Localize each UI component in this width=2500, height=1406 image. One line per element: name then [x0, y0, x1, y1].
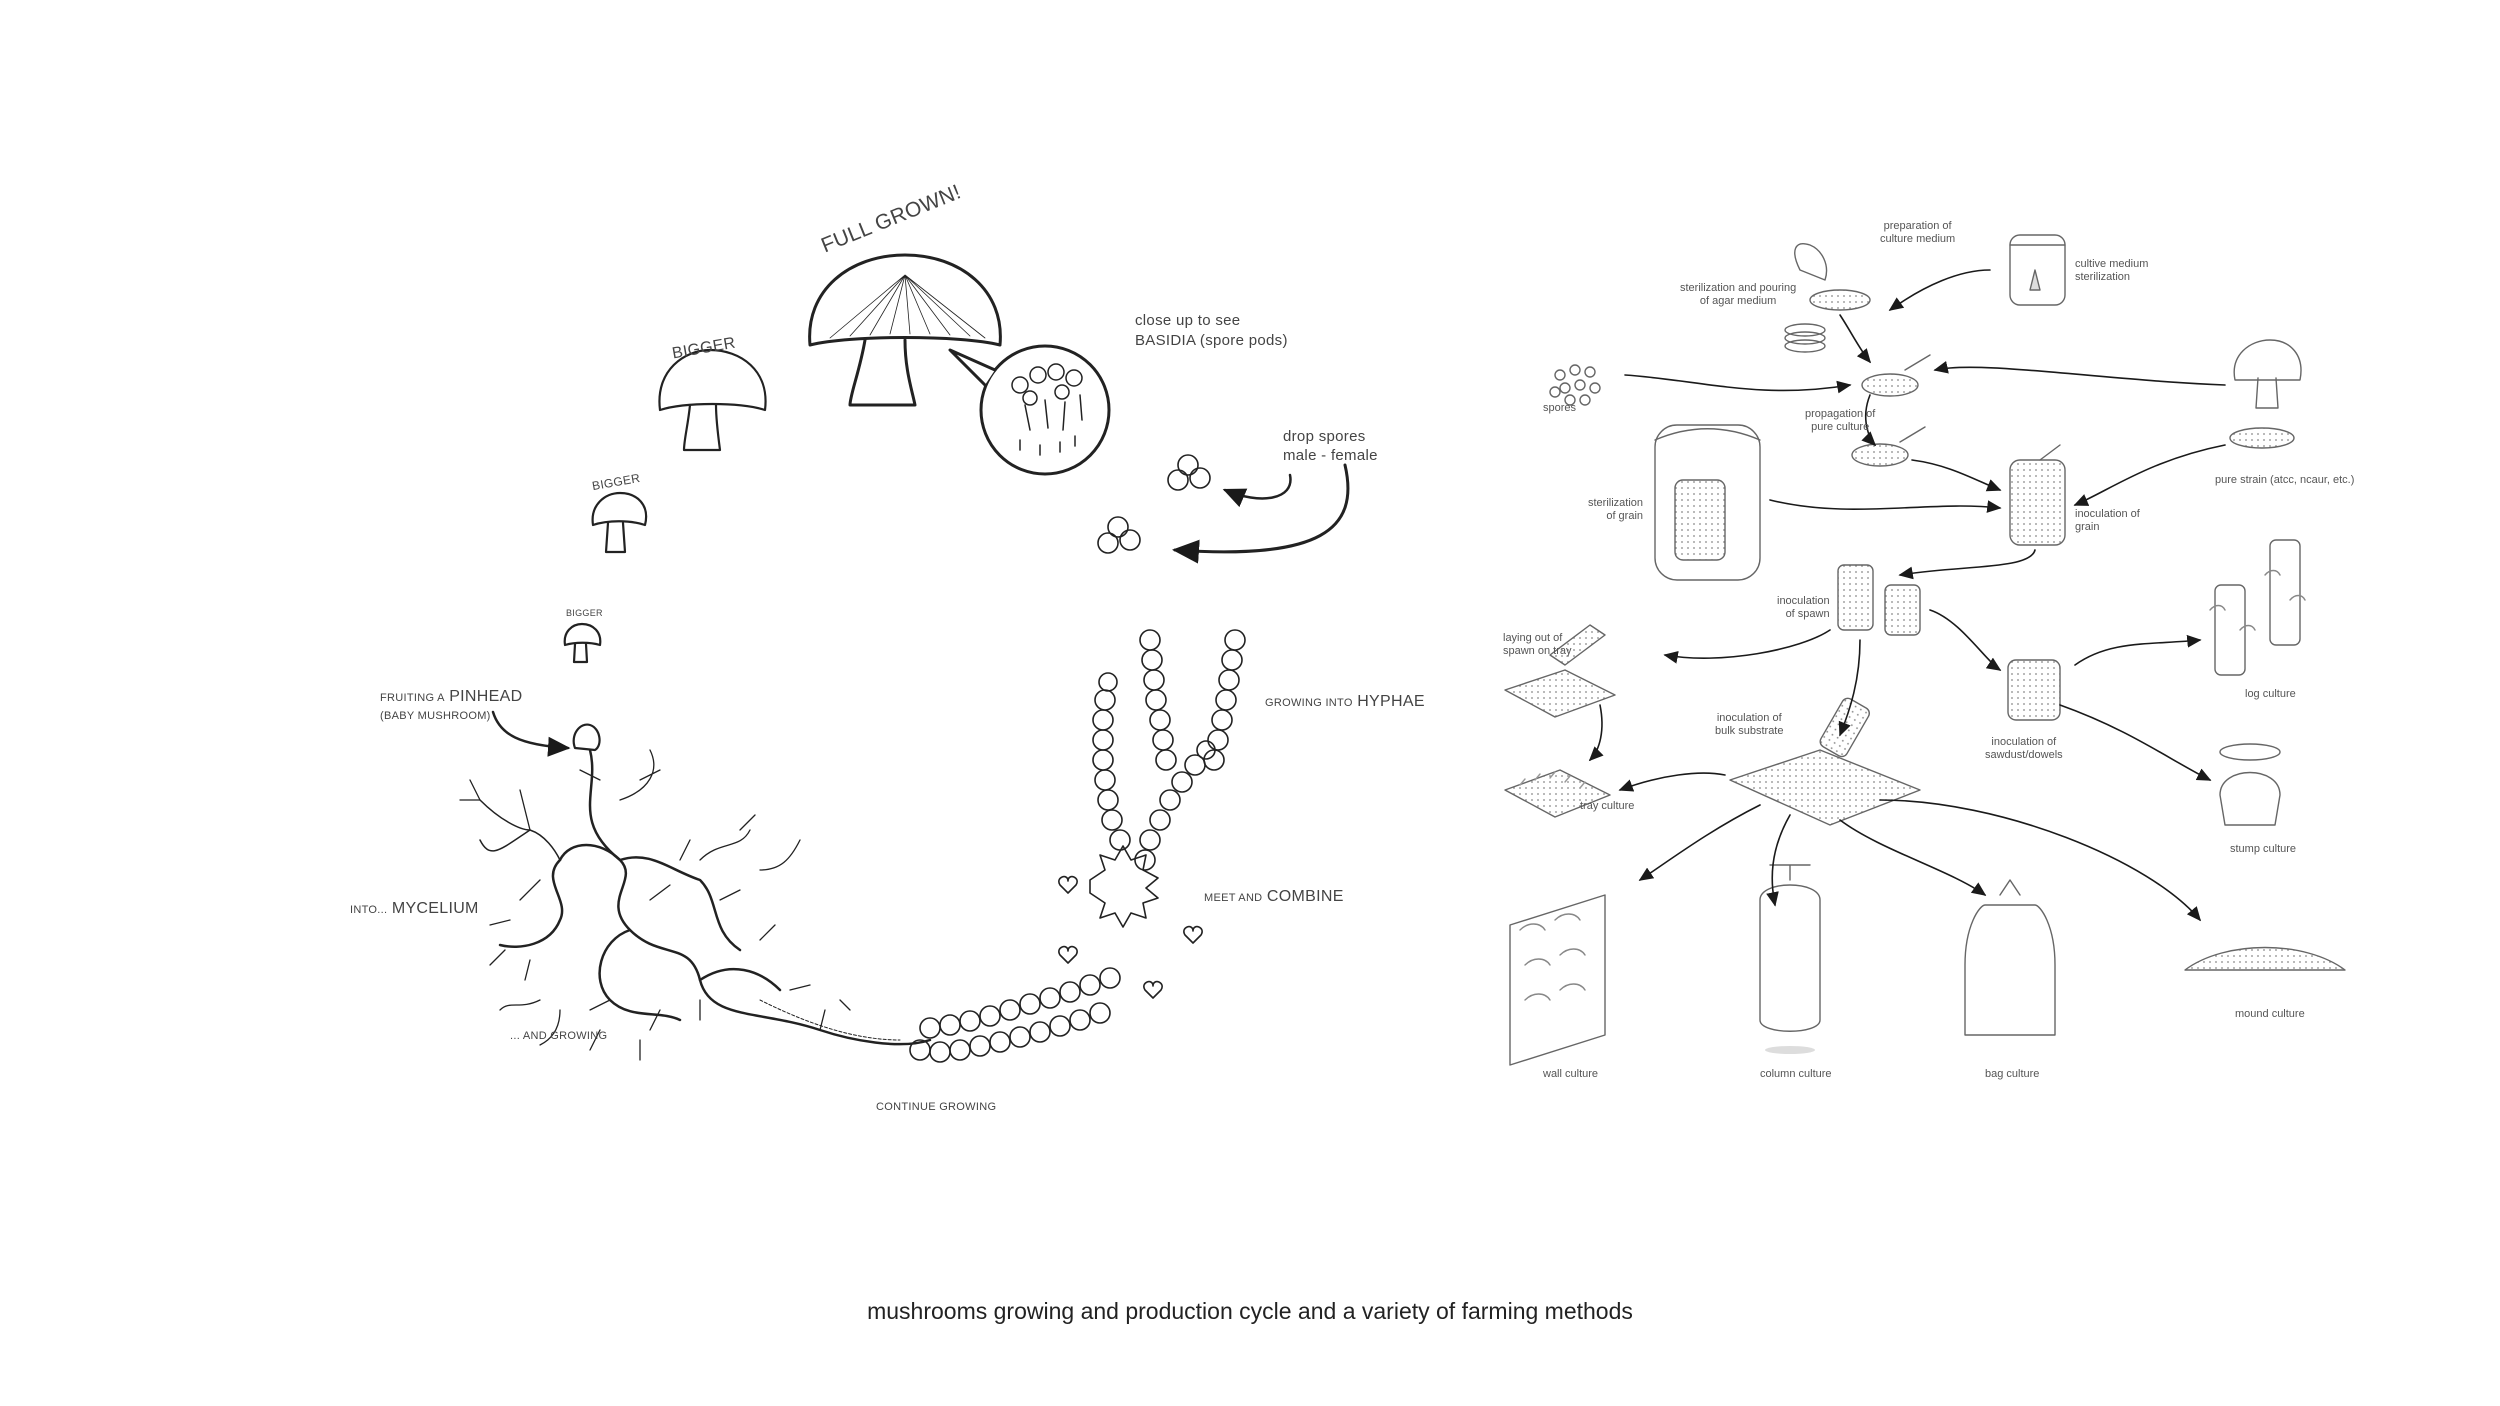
- label-cultive: cultive medium sterilization: [2075, 258, 2148, 283]
- label-inoc-grain-1: inoculation of: [2075, 508, 2140, 520]
- label-inoc-spawn-1: inoculation: [1777, 595, 1830, 607]
- label-tray-culture: tray culture: [1580, 800, 1635, 812]
- label-basidia-2: BASIDIA (spore pods): [1135, 332, 1288, 349]
- label-preparation: preparation of culture medium: [1880, 220, 1955, 245]
- label-steril-grain: sterilization of grain: [1588, 497, 1643, 522]
- label-cultive-1: cultive medium: [2075, 258, 2149, 270]
- label-laying-2: spawn on tray: [1503, 644, 1572, 657]
- label-continue-growing: CONTINUE GROWING: [876, 1101, 997, 1113]
- label-mound-culture: mound culture: [2235, 1008, 2305, 1020]
- mound-culture-icon: [2184, 946, 2346, 971]
- label-column-culture: column culture: [1760, 1068, 1832, 1080]
- spores-icon: [1097, 454, 1350, 564]
- label-stump-culture: stump culture: [2230, 843, 2297, 855]
- label-wall-culture: wall culture: [1543, 1068, 1599, 1080]
- sterilization-jar-icon: [2009, 234, 2066, 306]
- label-steril-grain-1: sterilization: [1588, 497, 1644, 509]
- grain-sterilization-jar-icon: [1654, 424, 1761, 581]
- full-grown-mushroom-icon: [808, 253, 1002, 407]
- label-hyphae-big: HYPHAE: [1357, 693, 1425, 710]
- label-pinhead-prefix: FRUITING A: [380, 692, 445, 704]
- label-pinhead-big: PINHEAD: [449, 688, 523, 705]
- label-bag-culture: bag culture: [1985, 1068, 2040, 1080]
- label-combine-big: COMBINE: [1266, 888, 1344, 905]
- growing-hyphae-chain-icon: [759, 967, 1121, 1063]
- label-sawdust-1: inoculation of: [1991, 736, 2057, 748]
- label-combine-prefix: MEET AND: [1204, 892, 1263, 904]
- pure-strain-mushroom-icon: [2229, 339, 2302, 449]
- figure-caption: mushrooms growing and production cycle a…: [867, 1298, 1633, 1324]
- label-log-culture: log culture: [2245, 688, 2296, 700]
- label-pinhead-sub: (BABY MUSHROOM): [380, 710, 491, 722]
- tray-culture-icon: [1504, 769, 1611, 818]
- label-pure-strain: pure strain (atcc, ncaur, etc.): [2215, 474, 2355, 486]
- label-cultive-2: sterilization: [2075, 270, 2131, 283]
- meet-and-combine-icon: [1058, 672, 1216, 999]
- column-culture-icon: [1759, 864, 1821, 1054]
- tray-laying-icon: [1504, 624, 1616, 718]
- label-drop-spores-1: drop spores: [1283, 428, 1366, 445]
- flow-arrows: [1588, 269, 2226, 922]
- label-propagation-1: propagation of: [1805, 408, 1876, 420]
- hyphae-chains-icon: [1139, 629, 1246, 771]
- label-and-growing: ... AND GROWING: [510, 1030, 608, 1042]
- stump-culture-icon: [2219, 743, 2281, 826]
- label-preparation-1: preparation of: [1883, 220, 1952, 232]
- label-propagation-2: pure culture: [1811, 420, 1870, 433]
- bag-culture-icon: [1964, 879, 2056, 1036]
- label-drop-spores-2: male - female: [1283, 447, 1378, 464]
- label-agar-1: sterilization and pouring: [1680, 282, 1797, 294]
- label-preparation-2: culture medium: [1880, 232, 1956, 245]
- bigger-mushroom-large-icon: [658, 348, 767, 452]
- label-bulk-2: bulk substrate: [1715, 724, 1784, 737]
- label-laying-1: laying out of: [1503, 632, 1563, 644]
- label-mycelium-big: MYCELIUM: [391, 900, 479, 917]
- spores-cluster-icon: [1549, 364, 1601, 406]
- label-steril-grain-2: of grain: [1606, 509, 1644, 522]
- grain-inoculation-jar-icon: [2009, 444, 2066, 546]
- pouring-flask-icon: [1794, 243, 1871, 311]
- label-pinhead: FRUITING A PINHEAD: [380, 688, 522, 706]
- bigger-mushroom-medium-icon: [591, 491, 648, 554]
- label-propagation: propagation of pure culture: [1805, 408, 1875, 433]
- sawdust-jar-icon: [2007, 659, 2061, 721]
- basidia-closeup-icon: [948, 344, 1111, 476]
- label-sawdust: inoculation of sawdust/dowels: [1985, 736, 2063, 761]
- label-basidia-1: close up to see: [1135, 312, 1241, 329]
- farming-illustrations: [1504, 234, 2346, 1066]
- bigger-mushroom-small-icon: [563, 622, 602, 664]
- label-bulk: inoculation of bulk substrate: [1715, 712, 1783, 737]
- petri-dish-propagation-icon: [1851, 354, 1931, 467]
- label-mycelium: INTO... MYCELIUM: [350, 900, 479, 918]
- label-inoc-grain: inoculation of grain: [2075, 508, 2140, 533]
- label-mycelium-prefix: INTO...: [350, 904, 388, 916]
- label-agar: sterilization and pouring of agar medium: [1680, 282, 1796, 307]
- log-culture-icon: [2209, 539, 2306, 676]
- spawn-jars-icon: [1837, 564, 1921, 636]
- label-bulk-1: inoculation of: [1716, 712, 1782, 724]
- label-hyphae: GROWING INTO HYPHAE: [1265, 693, 1425, 711]
- label-combine: MEET AND COMBINE: [1204, 888, 1344, 906]
- label-bigger-3: BIGGER: [566, 608, 603, 618]
- life-cycle-illustrations: [459, 253, 1350, 1063]
- label-hyphae-prefix: GROWING INTO: [1265, 697, 1353, 709]
- label-agar-2: of agar medium: [1699, 294, 1777, 307]
- label-inoc-grain-2: grain: [2075, 520, 2100, 533]
- petri-stack-icon: [1784, 323, 1826, 353]
- label-sawdust-2: sawdust/dowels: [1985, 748, 2063, 761]
- label-inoc-spawn-2: of spawn: [1785, 607, 1830, 620]
- mycelium-network-icon: [459, 748, 932, 1061]
- label-laying: laying out of spawn on tray: [1503, 632, 1571, 657]
- pinhead-icon: [491, 710, 601, 757]
- label-inoc-spawn: inoculation of spawn: [1777, 595, 1830, 620]
- label-spores: spores: [1543, 402, 1577, 414]
- wall-culture-icon: [1509, 894, 1606, 1066]
